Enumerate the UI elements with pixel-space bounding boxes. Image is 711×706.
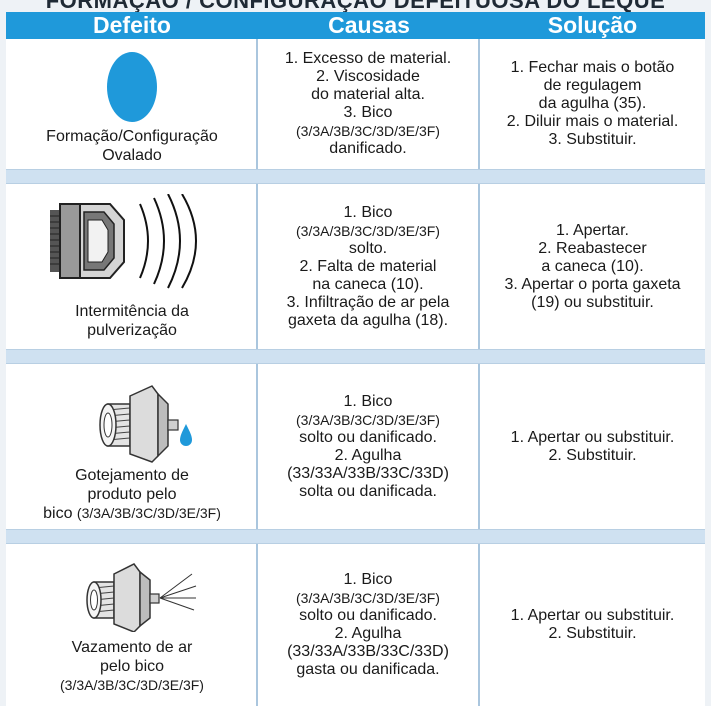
defect-label: Formação/Configuração Ovalado — [46, 128, 218, 164]
table-row: Intermitência da pulverização 1. Bico (3… — [6, 184, 705, 349]
nozzle-dripping-icon — [99, 385, 192, 463]
defect-cell: Gotejamento de produto pelo bico (3/3A/3… — [6, 364, 258, 529]
defect-label: Intermitência da pulverização — [75, 303, 189, 339]
table-header: Defeito Causas Solução — [6, 12, 705, 39]
intermittent-spray-icon — [50, 194, 197, 289]
row-separator — [6, 169, 705, 184]
table-row: Formação/Configuração Ovalado 1. Excesso… — [6, 39, 705, 169]
table-row: Gotejamento de produto pelo bico (3/3A/3… — [6, 364, 705, 529]
oval-spray-pattern-icon — [107, 52, 157, 122]
defect-cell: Intermitência da pulverização — [6, 184, 258, 349]
page-title: FORMAÇÃO / CONFIGURAÇÃO DEFEITUOSA DO LE… — [0, 0, 711, 12]
defect-label: Gotejamento de produto pelo bico (3/3A/3… — [43, 467, 221, 522]
defect-label: Vazamento de ar pelo bico (3/3A/3B/3C/3D… — [60, 639, 204, 693]
solution-cell: 1. Apertar. 2. Reabastecer a caneca (10)… — [480, 184, 705, 349]
causes-cell: 1. Bico (3/3A/3B/3C/3D/3E/3F) solto ou d… — [258, 364, 480, 529]
header-causes: Causas — [328, 12, 410, 38]
defect-cell: Formação/Configuração Ovalado — [6, 39, 258, 169]
causes-cell: 1. Bico (3/3A/3B/3C/3D/3E/3F) solto. 2. … — [258, 184, 480, 349]
header-defect: Defeito — [93, 12, 171, 38]
solution-cell: 1. Fechar mais o botão de regulagem da a… — [480, 39, 705, 169]
defect-cell: Vazamento de ar pelo bico (3/3A/3B/3C/3D… — [6, 544, 258, 706]
troubleshooting-table: Formação/Configuração Ovalado 1. Excesso… — [6, 39, 705, 706]
solution-cell: 1. Apertar ou substituir. 2. Substituir. — [480, 544, 705, 706]
header-solution: Solução — [547, 12, 638, 38]
table-row: Vazamento de ar pelo bico (3/3A/3B/3C/3D… — [6, 544, 705, 706]
causes-cell: 1. Bico (3/3A/3B/3C/3D/3E/3F) solto ou d… — [258, 544, 480, 706]
row-separator — [6, 349, 705, 364]
solution-cell: 1. Apertar ou substituir. 2. Substituir. — [480, 364, 705, 529]
causes-cell: 1. Excesso de material. 2. Viscosidade d… — [258, 39, 480, 169]
row-separator — [6, 529, 705, 544]
nozzle-air-leak-icon — [86, 563, 197, 632]
